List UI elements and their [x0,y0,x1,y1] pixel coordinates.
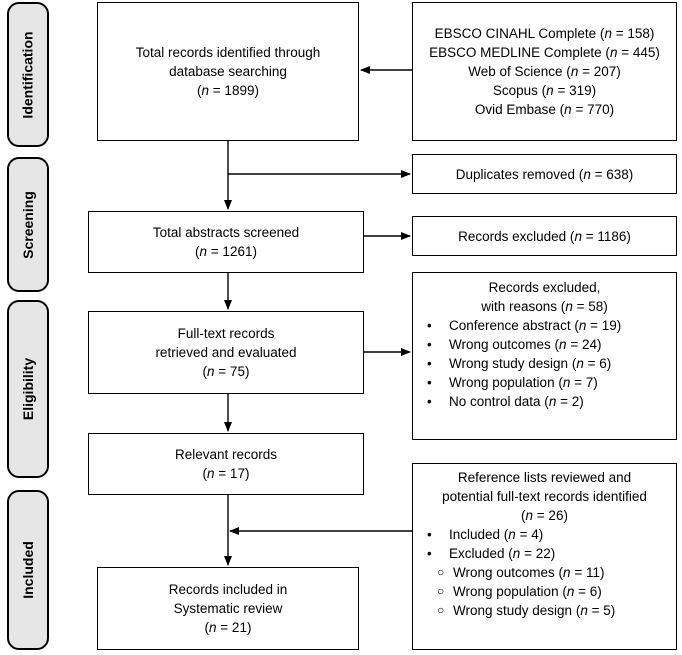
duplicates-box: Duplicates removed (n = 638) [412,154,677,194]
relevant-line1: Relevant records [174,447,278,462]
list-item: Wrong population (n = 7) [413,373,676,392]
identified-box: Total records identified through databas… [97,2,359,141]
database-item: Scopus (n = 319) [492,83,597,98]
final-count: (n = 21) [204,620,252,635]
database-item: Web of Science (n = 207) [468,64,621,79]
stage-included: Included [7,490,49,650]
list-item: Wrong population (n = 6) [413,582,676,601]
identified-line1: Total records identified through [135,45,321,60]
fulltext-count: (n = 75) [202,364,250,379]
list-item: Wrong outcomes (n = 11) [413,563,676,582]
screened-count: (n = 1261) [195,244,257,259]
screened-box: Total abstracts screened (n = 1261) [88,211,364,273]
database-item: EBSCO CINAHL Complete (n = 158) [434,26,655,41]
stage-screening: Screening [7,157,49,292]
screened-line1: Total abstracts screened [152,225,300,240]
duplicates-text: Duplicates removed (n = 638) [455,166,634,182]
database-item: EBSCO MEDLINE Complete (n = 445) [429,45,660,60]
databases-box: EBSCO CINAHL Complete (n = 158) EBSCO ME… [412,2,677,141]
excluded-fulltext-box: Records excluded, with reasons (n = 58) … [412,272,677,440]
reference-line1: Reference lists reviewed and [457,470,632,485]
identified-count: (n = 1899) [197,83,259,98]
excluded-fulltext-line1: Records excluded, [488,280,601,295]
relevant-box: Relevant records (n = 17) [88,433,364,495]
final-line2: Systematic review [173,601,283,616]
fulltext-line1: Full-text records [177,326,275,341]
list-item: Wrong outcomes (n = 24) [413,335,676,354]
reference-items-list: Included (n = 4) Excluded (n = 22) Wrong… [413,525,676,620]
list-item: Excluded (n = 22) [413,544,676,563]
list-item: Wrong study design (n = 6) [413,354,676,373]
list-item: No control data (n = 2) [413,392,676,411]
list-item: Conference abstract (n = 19) [413,316,676,335]
identified-line2: database searching [169,64,287,79]
excluded-abstracts-text: Records excluded (n = 1186) [458,228,631,244]
fulltext-line2: retrieved and evaluated [155,345,297,360]
excluded-abstracts-box: Records excluded (n = 1186) [412,216,677,256]
list-item: Included (n = 4) [413,525,676,544]
final-box: Records included in Systematic review (n… [97,567,359,650]
reference-count: (n = 26) [521,508,568,523]
fulltext-box: Full-text records retrieved and evaluate… [88,311,364,394]
exclusion-reasons-list: Conference abstract (n = 19) Wrong outco… [413,316,676,411]
stage-identification: Identification [7,2,49,147]
reference-box: Reference lists reviewed and potential f… [412,463,677,650]
database-item: Ovid Embase (n = 770) [474,102,615,117]
final-line1: Records included in [168,582,288,597]
reference-line2: potential full-text records identified [442,489,647,504]
excluded-fulltext-line2: with reasons (n = 58) [481,299,608,314]
list-item: Wrong study design (n = 5) [413,601,676,620]
relevant-count: (n = 17) [202,466,250,481]
stage-eligibility: Eligibility [7,300,49,478]
